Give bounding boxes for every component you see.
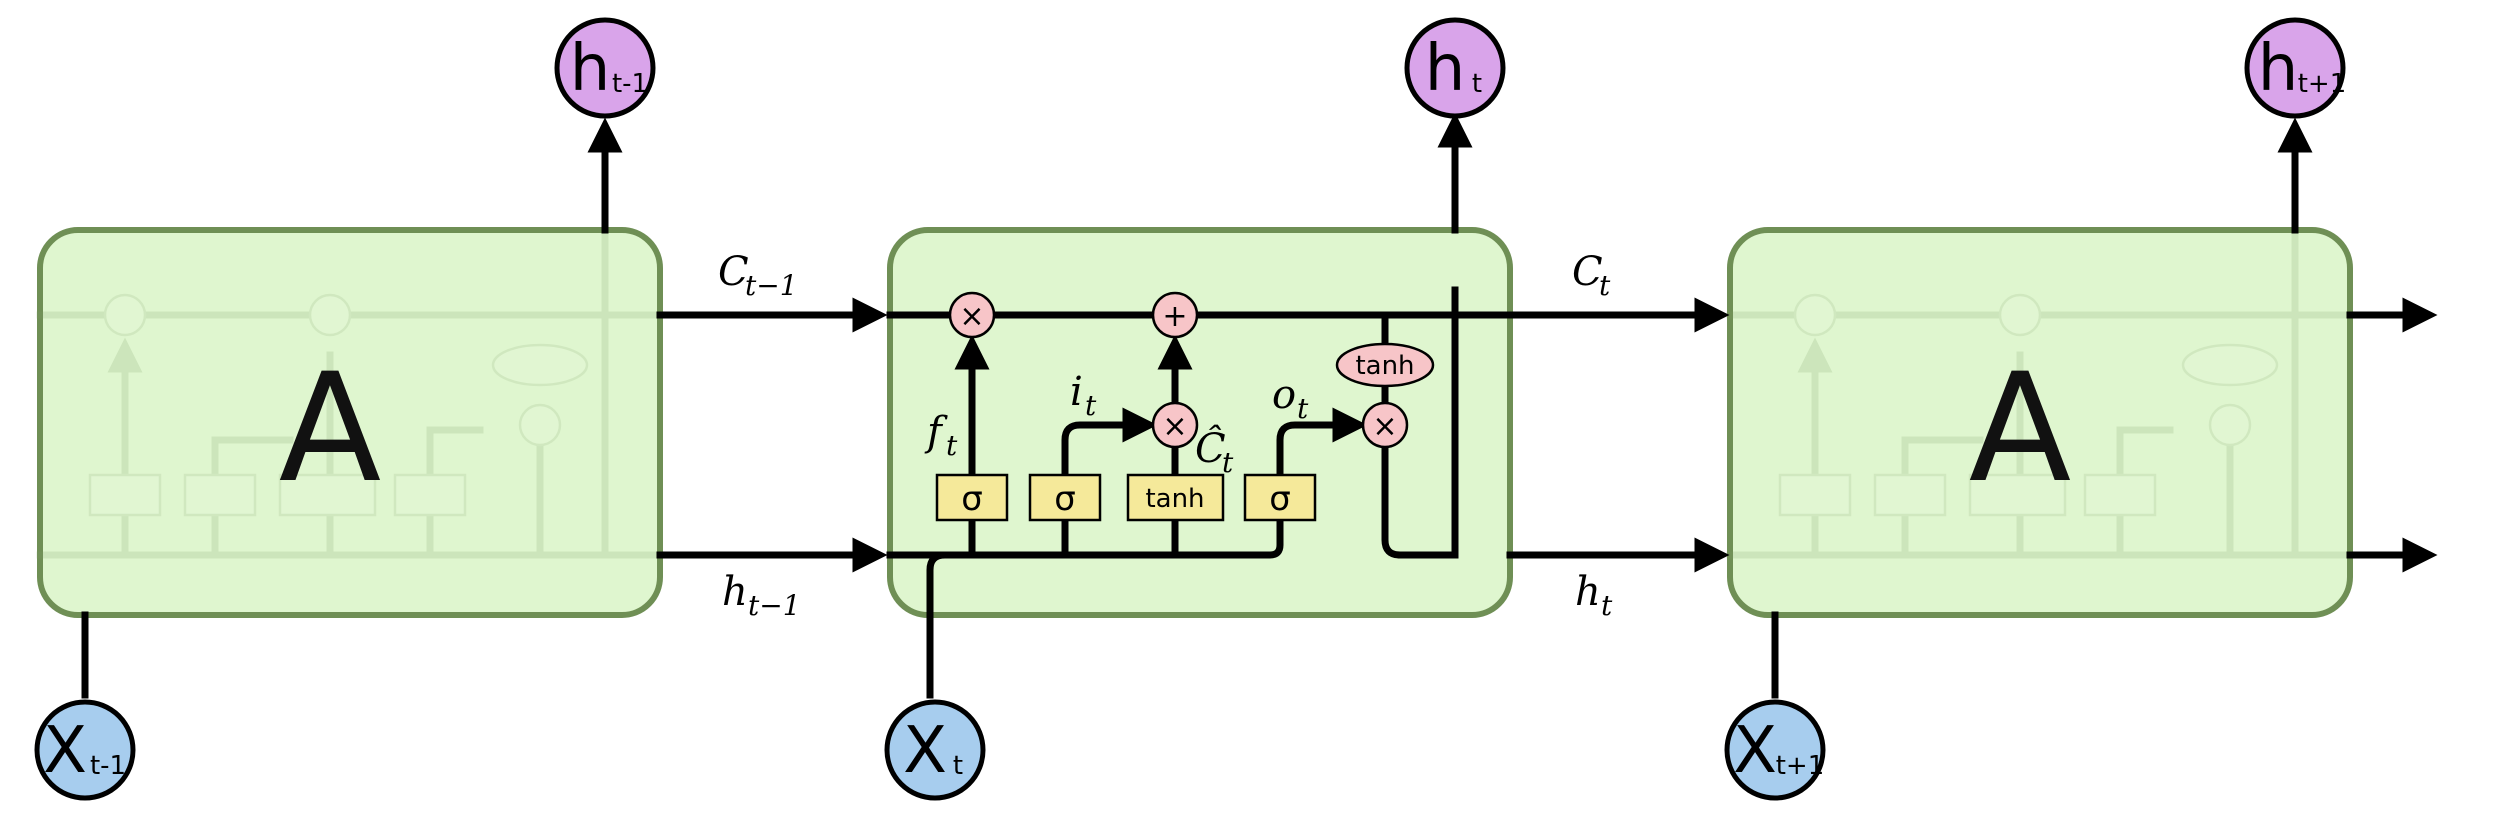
input-node-x-t-circle xyxy=(884,699,986,801)
hidden-input-line xyxy=(886,501,1284,559)
lstm-cell-right: A xyxy=(1726,226,2354,618)
input-node-x-prev-sub: t-1 xyxy=(90,751,126,781)
forget-multiply-symbol: × xyxy=(959,299,984,334)
lstm-cell-middle: σ σ tanh σ × + × tanh xyxy=(886,112,1514,699)
input-node-x-prev-base: X xyxy=(43,714,87,788)
output-gate: σ xyxy=(1243,473,1317,522)
output-gate-label: σ xyxy=(1269,479,1291,519)
add-circle xyxy=(1151,291,1199,339)
output-multiply-symbol: × xyxy=(1372,409,1397,444)
label-ctilde-sub: t xyxy=(1222,446,1234,479)
input-node-x-t: X t xyxy=(884,699,986,801)
output-node-h-prev-circle xyxy=(554,17,656,119)
label-hprev: h t−1 xyxy=(722,569,801,622)
label-ot-sub: t xyxy=(1297,392,1309,425)
output-tanh-label: tanh xyxy=(1355,351,1414,381)
output-node-h-t-circle xyxy=(1404,17,1506,119)
xt-input-line xyxy=(926,551,949,699)
output-tanh-ellipse xyxy=(1335,342,1435,388)
add-symbol: + xyxy=(1162,299,1187,334)
forget-multiply-op: × xyxy=(948,291,996,339)
cell-left-internals xyxy=(36,226,664,559)
output-to-hidden xyxy=(1381,441,1459,559)
label-it-base: i xyxy=(1070,369,1083,415)
label-ht: h t xyxy=(1575,569,1613,622)
output-node-h-t-base: h xyxy=(1425,32,1466,106)
label-ht-sub: t xyxy=(1601,589,1613,622)
input-multiply-symbol: × xyxy=(1162,409,1187,444)
cell-box-right xyxy=(1727,227,2353,618)
add-op: + xyxy=(1151,291,1199,339)
output-tanh-op: tanh xyxy=(1335,342,1435,388)
candidate-gate: tanh xyxy=(1126,473,1225,522)
input-multiply-op: × xyxy=(1151,401,1199,449)
label-cprev: C t−1 xyxy=(718,249,798,302)
input-node-x-prev: X t-1 xyxy=(34,699,136,801)
label-ct-base: C xyxy=(1572,249,1603,295)
output-multiply-op: × xyxy=(1361,401,1409,449)
input-node-x-t-base: X xyxy=(903,714,947,788)
label-ct-sub: t xyxy=(1599,269,1611,302)
label-ot-base: o xyxy=(1272,372,1296,418)
forget-gate-box xyxy=(935,473,1009,522)
output-node-h-next: h t+1 xyxy=(2244,17,2347,119)
label-hprev-sub: t−1 xyxy=(748,589,801,622)
label-ht-base: h xyxy=(1575,569,1601,615)
cell-right-internals xyxy=(1726,226,2354,559)
cell-box-left xyxy=(37,227,663,618)
input-gate-arrow xyxy=(1061,407,1158,479)
output-node-h-next-sub: t+1 xyxy=(2298,69,2347,99)
label-ctilde: Ĉ t xyxy=(1195,425,1234,479)
input-node-x-next-sub: t+1 xyxy=(1776,751,1825,781)
output-multiply-circle xyxy=(1361,401,1409,449)
output-node-h-prev: h t-1 xyxy=(554,17,656,119)
input-node-x-t-sub: t xyxy=(953,751,963,781)
cell-name-right: A xyxy=(1969,342,2072,516)
cell-name-left: A xyxy=(279,342,382,516)
forget-multiply-circle xyxy=(948,291,996,339)
output-gate-arrow xyxy=(1276,407,1368,479)
input-multiply-circle xyxy=(1151,401,1199,449)
label-ct: C t xyxy=(1572,249,1611,302)
label-hprev-base: h xyxy=(722,569,748,615)
lstm-cell-left: A xyxy=(36,226,664,618)
label-ot: o t xyxy=(1272,372,1309,425)
output-node-h-next-circle xyxy=(2244,17,2346,119)
input-node-x-next: X t+1 xyxy=(1724,699,1826,801)
label-cprev-sub: t−1 xyxy=(745,269,798,302)
input-node-x-next-circle xyxy=(1724,699,1826,801)
label-ft-sub: t xyxy=(946,429,958,462)
forget-gate-label: σ xyxy=(961,479,983,519)
output-node-h-next-base: h xyxy=(2258,32,2299,106)
output-node-h-t: h t xyxy=(1404,17,1506,119)
input-gate-label: σ xyxy=(1054,479,1076,519)
output-node-h-t-sub: t xyxy=(1472,69,1482,99)
label-it: i t xyxy=(1070,369,1097,422)
forget-gate: σ xyxy=(935,473,1009,522)
output-gate-box xyxy=(1243,473,1317,522)
input-gate-box xyxy=(1028,473,1102,522)
output-node-h-prev-base: h xyxy=(570,32,611,106)
candidate-gate-label: tanh xyxy=(1145,484,1204,514)
candidate-gate-box xyxy=(1126,473,1225,522)
output-node-h-prev-sub: t-1 xyxy=(612,69,648,99)
input-node-x-next-base: X xyxy=(1733,714,1777,788)
label-ctilde-base: Ĉ xyxy=(1195,425,1226,472)
input-node-x-prev-circle xyxy=(34,699,136,801)
label-it-sub: t xyxy=(1085,389,1097,422)
input-gate: σ xyxy=(1028,473,1102,522)
label-cprev-base: C xyxy=(718,249,749,295)
